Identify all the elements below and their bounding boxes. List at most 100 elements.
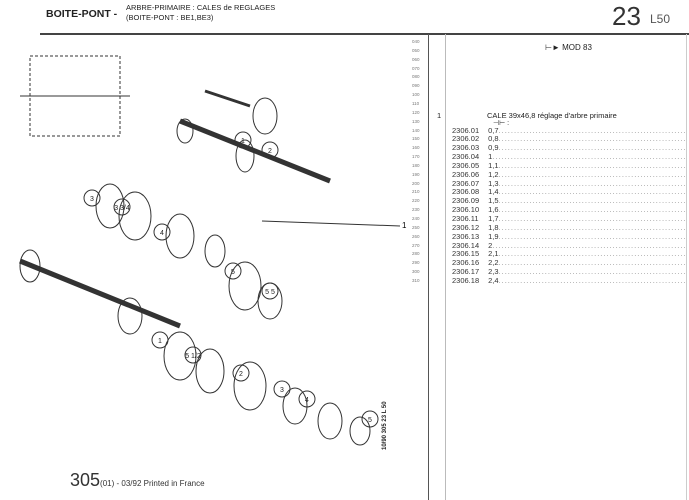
callout-label: 4: [160, 230, 164, 237]
line-number: 100: [412, 92, 420, 98]
part-row[interactable]: 2306.06 1,2.............................…: [452, 171, 687, 180]
part-row[interactable]: 2306.03 0,9.............................…: [452, 144, 687, 153]
callout: 5: [224, 262, 242, 280]
part-ref: 2306.15: [452, 250, 480, 259]
line-number: 180: [412, 162, 420, 168]
part-ref: 2306.13: [452, 232, 480, 241]
callout-label: 2: [268, 148, 272, 155]
line-number: 170: [412, 154, 420, 160]
part-row[interactable]: 2306.18 2,4.............................…: [452, 277, 687, 286]
callout-label: 5 5: [265, 289, 275, 296]
line-number: 160: [412, 145, 420, 151]
line-number: 250: [412, 224, 420, 230]
line-number: 130: [412, 118, 420, 124]
leader-dots: ........................................…: [498, 188, 687, 197]
part-value: 1,1: [488, 161, 499, 170]
leader-dots: ........................................…: [498, 126, 687, 135]
part-ref: 2306.07: [452, 179, 480, 188]
callout-label: 5: [231, 269, 235, 276]
column-divider: [686, 34, 687, 500]
callout: 2: [261, 141, 279, 159]
part-row[interactable]: 2306.10 1,6.............................…: [452, 206, 687, 215]
line-number: 260: [412, 233, 420, 239]
part-row[interactable]: 2306.14 2...............................…: [452, 242, 687, 251]
part-ref: 2306.18: [452, 276, 480, 285]
part-row[interactable]: 2306.08 1,4.............................…: [452, 188, 687, 197]
callout: 5 1/2: [184, 346, 202, 364]
leader-dots: ........................................…: [498, 144, 687, 153]
line-number: 150: [412, 136, 420, 142]
part-value: 1,3: [488, 179, 499, 188]
part-value: 0,8: [488, 135, 499, 144]
mod-note: ⊢► MOD 83: [545, 43, 592, 52]
subtitle: ARBRE-PRIMAIRE : CALES de REGLAGES: [126, 3, 276, 12]
part-ref: 2306.06: [452, 170, 480, 179]
model-number: 305: [70, 470, 101, 490]
callout-label: 5: [368, 417, 372, 424]
callout: 4: [153, 223, 171, 241]
part-row[interactable]: 2306.05 1,1.............................…: [452, 162, 687, 171]
line-number: 220: [412, 198, 420, 204]
part-row[interactable]: 2306.12 1,8.............................…: [452, 224, 687, 233]
line-number: 270: [412, 242, 420, 248]
callout-label: 5 1/2: [185, 353, 201, 360]
part-ref: 2306.02: [452, 135, 480, 144]
part-row[interactable]: 2306.15 2,1.............................…: [452, 250, 687, 259]
gear: [252, 97, 278, 135]
part-row[interactable]: 2306.11 1,7.............................…: [452, 215, 687, 224]
line-number: 070: [412, 65, 420, 71]
part-value: 2,3: [488, 268, 499, 277]
line-number: 210: [412, 189, 420, 195]
line-number: 300: [412, 269, 420, 275]
thickness-symbol: ⊣⊢ :: [493, 120, 510, 127]
item-number: 1: [437, 111, 442, 120]
part-value: 2: [488, 241, 493, 250]
line-number: 050: [412, 47, 420, 53]
part-value: 1,5: [488, 197, 499, 206]
callout-label: 1: [241, 138, 245, 145]
line-number: 040: [412, 39, 420, 44]
line-number: 060: [412, 56, 420, 62]
line-number: 280: [412, 251, 420, 257]
leader-dots: ........................................…: [498, 135, 687, 144]
part-row[interactable]: 2306.01 0,7.............................…: [452, 127, 687, 136]
arrow-icon: ⊢►: [545, 43, 563, 52]
item-description: CALE 39x46,8 réglage d'arbre primaire: [487, 111, 617, 120]
callout-label: 3: [90, 196, 94, 203]
part-value: 1: [488, 153, 493, 162]
part-row[interactable]: 2306.07 1,3.............................…: [452, 180, 687, 189]
leader-dots: ........................................…: [492, 153, 687, 162]
callout: 4: [298, 390, 316, 408]
line-number: 190: [412, 171, 420, 177]
page-number: 23: [612, 1, 641, 31]
part-row[interactable]: 2306.13 1,9.............................…: [452, 233, 687, 242]
leader-dots: ........................................…: [498, 232, 687, 241]
part-row[interactable]: 2306.17 2,3.............................…: [452, 268, 687, 277]
part-row[interactable]: 2306.02 0,8.............................…: [452, 135, 687, 144]
callout-label: 3: [280, 387, 284, 394]
leader-label: 1: [402, 221, 407, 230]
part-value: 1,4: [488, 188, 499, 197]
callout-label: 4: [305, 397, 309, 404]
leader-dots: ........................................…: [498, 259, 687, 268]
part-value: 1,8: [488, 223, 499, 232]
callout-label: 2: [239, 371, 243, 378]
part-ref: 2306.03: [452, 144, 480, 153]
line-number: 310: [412, 277, 420, 283]
footer: 305(01) - 03/92 Printed in France: [70, 470, 205, 491]
part-value: 2,2: [488, 259, 499, 268]
line-number: 200: [412, 180, 420, 186]
leader-dots: ........................................…: [498, 197, 687, 206]
mod-label: MOD 83: [562, 43, 592, 52]
part-ref: 2306.09: [452, 197, 480, 206]
leader-dots: ........................................…: [498, 223, 687, 232]
line-number: 230: [412, 207, 420, 213]
line-number: 290: [412, 260, 420, 266]
header-rule: [40, 33, 689, 35]
part-ref: 2306.04: [452, 153, 480, 162]
part-row[interactable]: 2306.04 1...............................…: [452, 153, 687, 162]
part-row[interactable]: 2306.16 2,2.............................…: [452, 259, 687, 268]
line-number: 090: [412, 83, 420, 89]
part-row[interactable]: 2306.09 1,5.............................…: [452, 197, 687, 206]
